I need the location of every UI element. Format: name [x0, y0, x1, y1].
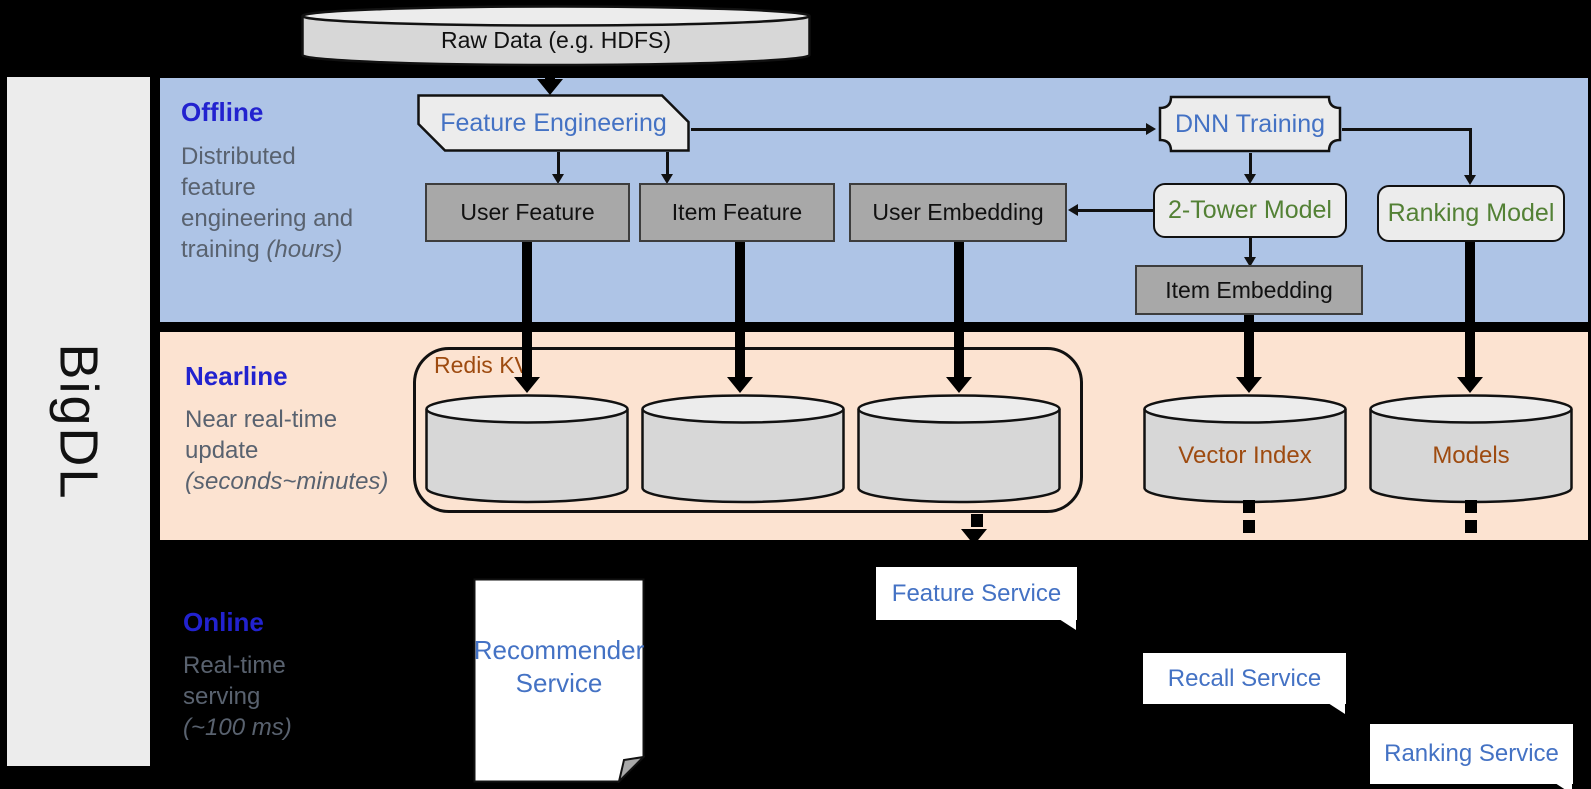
- online-desc-text: Real-time serving: [183, 652, 286, 710]
- redis-cylinder-1: [424, 393, 630, 505]
- bigdl-sidebar: BigDL: [7, 77, 150, 766]
- vector-index-store: Vector Index: [1142, 393, 1348, 505]
- arrowhead-item-embedding-to-vector-index: [1236, 377, 1262, 393]
- dash-models-down-1: [1465, 500, 1477, 513]
- arrow-fe-to-dnn: [691, 128, 1147, 131]
- arrowhead-ranking-model-to-models: [1457, 377, 1483, 393]
- models-store: Models: [1368, 393, 1574, 505]
- arrow-rawdata-to-fe: [545, 58, 555, 80]
- arrow-item-feature-to-redis: [735, 241, 745, 378]
- database-cylinder-icon: [301, 5, 811, 67]
- vector-index-label: Vector Index: [1178, 442, 1312, 469]
- bigdl-brand-label: BigDL: [48, 343, 109, 501]
- online-desc-italic: (~100 ms): [183, 714, 292, 741]
- dash-vector-index-down-1: [1243, 500, 1255, 513]
- arrow-dnn-to-ranking-model-v: [1469, 128, 1472, 176]
- arrowhead-two-tower-to-user-embedding: [1068, 204, 1078, 216]
- online-title: Online: [183, 607, 264, 637]
- arrowhead-fe-to-item-feature: [661, 174, 673, 184]
- arrowhead-item-feature-to-redis: [727, 377, 753, 393]
- ranking-model-label: Ranking Model: [1387, 199, 1555, 227]
- feature-service-label: Feature Service: [891, 579, 1062, 607]
- user-embedding-label: User Embedding: [872, 199, 1044, 225]
- two-tower-model-label: 2-Tower Model: [1168, 196, 1332, 224]
- nearline-title: Nearline: [185, 361, 288, 391]
- user-embedding-node: User Embedding: [849, 183, 1067, 242]
- plaque-shape: [1158, 95, 1342, 153]
- arrowhead-fe-to-dnn: [1146, 123, 1156, 135]
- dash-models-down-2: [1465, 520, 1477, 533]
- item-embedding-label: Item Embedding: [1165, 276, 1333, 303]
- offline-desc-text: Distributed feature engineering and trai…: [181, 143, 354, 263]
- arrow-fe-to-user-feature: [557, 152, 560, 175]
- feature-engineering-node: Feature Engineering: [417, 94, 690, 152]
- arrowhead-user-feature-to-redis: [514, 377, 540, 393]
- arrow-ranking-model-to-models: [1465, 241, 1475, 378]
- dash-vector-index-down-2: [1243, 520, 1255, 533]
- arrowhead-two-tower-to-item-embedding: [1244, 257, 1256, 267]
- recommender-service-node: Recommender Service: [473, 578, 647, 785]
- arrow-two-tower-to-item-embedding: [1249, 238, 1252, 258]
- recall-service-label: Recall Service: [1167, 664, 1322, 692]
- arrow-user-feature-to-redis: [522, 241, 532, 378]
- raw-data-store: Raw Data (e.g. HDFS): [300, 4, 812, 68]
- database-cylinder-icon: [857, 394, 1061, 504]
- arrowhead-fe-to-user-feature: [552, 174, 564, 184]
- redis-cylinder-2: [640, 393, 846, 505]
- user-feature-node: User Feature: [425, 183, 630, 242]
- item-feature-node: Item Feature: [639, 183, 835, 242]
- dash-redis-to-feature-service: [971, 514, 983, 527]
- arrowhead-dnn-to-ranking-model: [1464, 175, 1476, 185]
- ranking-model-node: Ranking Model: [1377, 185, 1565, 242]
- nearline-desc-text: Near real-time update: [185, 406, 338, 464]
- dnn-training-node: DNN Training: [1158, 95, 1342, 153]
- recall-service-node: Recall Service: [1143, 653, 1346, 714]
- offline-description: Distributed feature engineering and trai…: [181, 141, 353, 265]
- arrow-fe-to-item-feature: [666, 152, 669, 175]
- document-shape: [473, 578, 647, 785]
- arrow-dnn-to-ranking-model-h: [1342, 128, 1472, 131]
- nearline-desc-italic: (seconds~minutes): [185, 468, 389, 495]
- arrowhead-redis-to-feature-service: [961, 529, 987, 545]
- database-cylinder-icon: [1369, 394, 1573, 504]
- item-embedding-node: Item Embedding: [1135, 265, 1363, 315]
- online-description: Real-time serving (~100 ms): [183, 650, 292, 743]
- database-cylinder-icon: [425, 394, 629, 504]
- process-card-shape: [417, 94, 690, 152]
- ranking-service-label: Ranking Service: [1384, 740, 1559, 767]
- feature-engineering-label: Feature Engineering: [440, 108, 667, 137]
- item-feature-label: Item Feature: [671, 199, 803, 225]
- offline-desc-italic: (hours): [266, 236, 343, 263]
- models-label: Models: [1432, 442, 1510, 469]
- offline-title: Offline: [181, 97, 264, 127]
- arrow-two-tower-to-user-embedding: [1078, 209, 1153, 212]
- database-cylinder-icon: [1143, 394, 1347, 504]
- redis-kv-container: [413, 347, 1083, 513]
- user-feature-label: User Feature: [460, 199, 595, 225]
- two-tower-model-node: 2-Tower Model: [1153, 183, 1347, 238]
- arrow-item-embedding-to-vector-index: [1244, 315, 1254, 378]
- nearline-description: Near real-time update (seconds~minutes): [185, 404, 388, 497]
- database-cylinder-icon: [641, 394, 845, 504]
- arrowhead-dnn-to-two-tower: [1244, 174, 1256, 184]
- arrow-user-embedding-to-redis: [954, 241, 964, 378]
- feature-service-node: Feature Service: [876, 567, 1077, 630]
- recommender-service-label: Recommender Service: [473, 634, 645, 698]
- arrowhead-user-embedding-to-redis: [946, 377, 972, 393]
- arrow-dnn-to-two-tower: [1249, 153, 1252, 175]
- ranking-service-node: Ranking Service: [1370, 724, 1573, 789]
- dnn-training-label: DNN Training: [1174, 109, 1326, 138]
- raw-data-label: Raw Data (e.g. HDFS): [440, 26, 672, 53]
- arrowhead-rawdata-to-fe: [537, 79, 563, 95]
- redis-kv-label: Redis KV: [434, 352, 530, 378]
- redis-cylinder-3: [856, 393, 1062, 505]
